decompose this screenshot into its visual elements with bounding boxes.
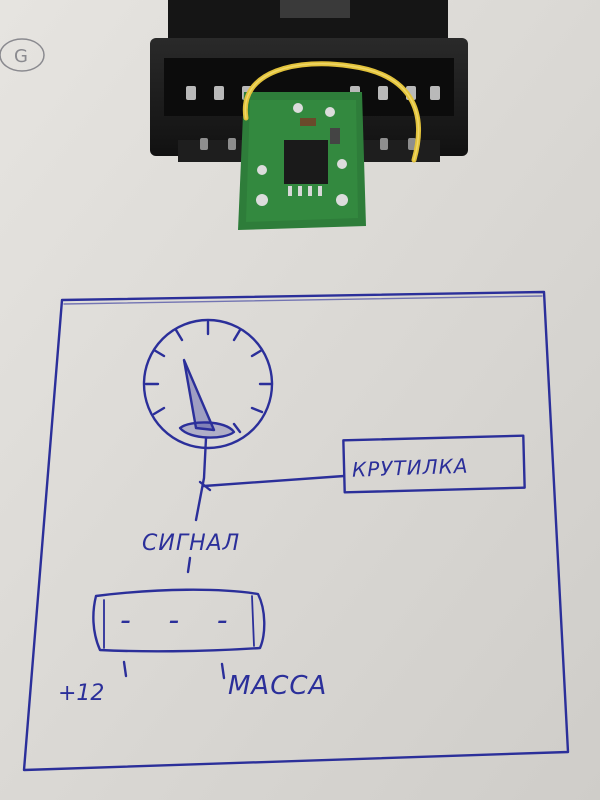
pcb-chip [284,140,328,184]
sketch-frame [22,290,570,772]
knob-box [342,434,526,494]
sketch-connector [92,588,266,653]
pcb-board [238,92,366,230]
corner-mark-text: G [14,46,28,67]
corner-mark: G [0,38,45,72]
gauge-icon [142,318,274,450]
gauge-needle [182,358,216,432]
plus12-label: +12 [58,681,104,706]
signal-label: СИГНАЛ [142,531,240,556]
knob-label: КРУТИЛКА [352,454,469,482]
connector-pins-label: - - - [120,603,242,638]
sketch [22,290,570,772]
ground-label: МАССА [228,671,327,701]
